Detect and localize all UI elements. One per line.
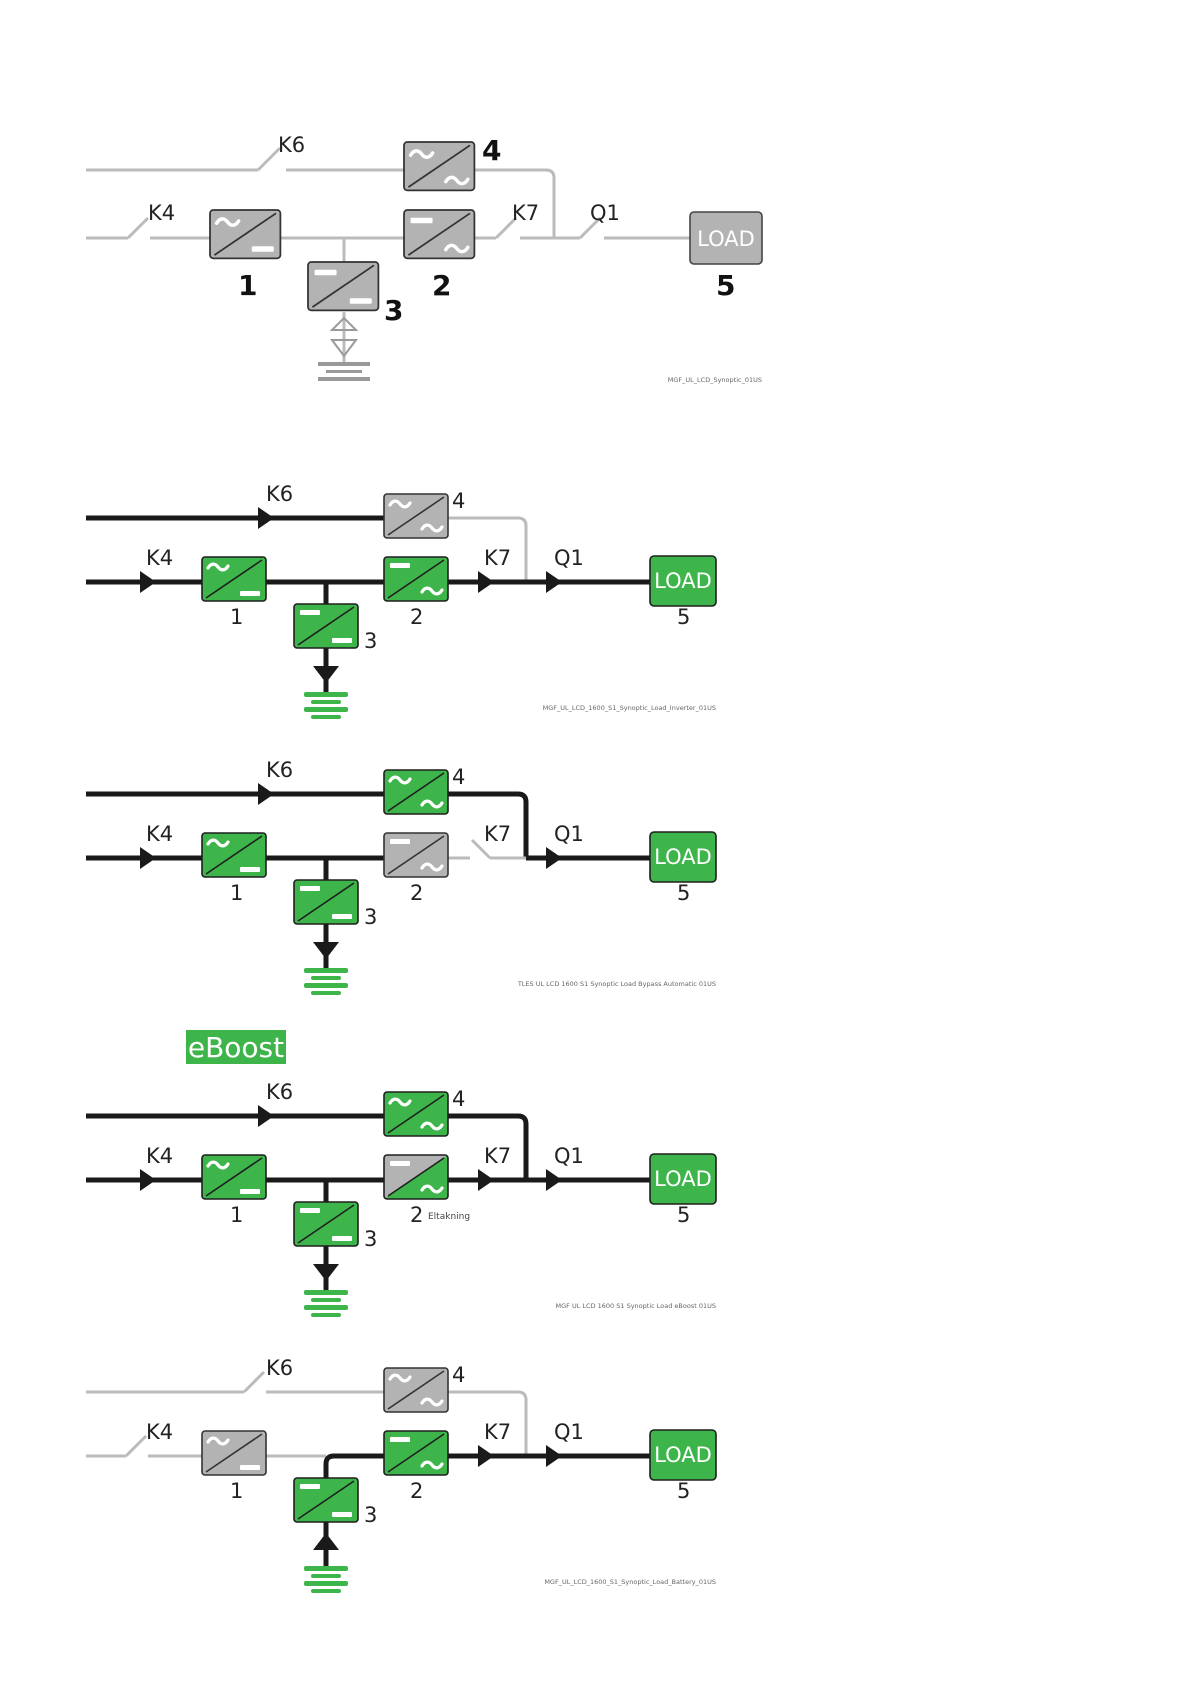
number-3: 3 — [364, 1503, 377, 1527]
label-k4: K4 — [146, 822, 173, 846]
diagram-3: LOAD K6 K4 K7 Q1 4 1 2 3 5 TLES UL LCD 1… — [86, 758, 717, 995]
module-2-inverter — [383, 832, 449, 878]
eboost-label: eBoost — [188, 1031, 284, 1064]
label-k7: K7 — [484, 1144, 511, 1168]
number-5: 5 — [716, 269, 735, 302]
diagram-4: eBoost LOAD K6 K4 K7 — [86, 1030, 717, 1317]
number-2: 2 — [410, 1479, 423, 1503]
number-2: 2 — [410, 881, 423, 905]
label-k4: K4 — [146, 1420, 173, 1444]
module-4-bypass — [383, 1091, 449, 1137]
module-3-charger — [293, 1477, 359, 1523]
number-5: 5 — [677, 605, 690, 629]
load-label: LOAD — [654, 1443, 712, 1467]
number-4: 4 — [452, 765, 465, 789]
module-1-rectifier — [201, 832, 267, 878]
number-5: 5 — [677, 1203, 690, 1227]
switch-k7 — [494, 216, 518, 240]
number-3: 3 — [364, 905, 377, 929]
number-1: 1 — [230, 1479, 243, 1503]
caption-1: MGF_UL_LCD_Synoptic_01US — [668, 376, 762, 384]
load-label: LOAD — [654, 845, 712, 869]
module-2-inverter-mixed — [383, 1154, 449, 1200]
number-2: 2 — [410, 605, 423, 629]
label-k6: K6 — [266, 1080, 293, 1104]
switch-k4 — [126, 216, 150, 240]
load-box: LOAD — [649, 1429, 717, 1481]
module-1-rectifier — [201, 556, 267, 602]
label-q1: Q1 — [554, 546, 584, 570]
label-k7: K7 — [484, 822, 511, 846]
load-box: LOAD — [689, 211, 763, 265]
number-3: 3 — [364, 629, 377, 653]
module-2-inverter — [403, 209, 476, 260]
number-3: 3 — [384, 294, 403, 327]
module-2-inverter — [383, 1430, 449, 1476]
module-4-bypass — [403, 141, 476, 192]
load-label: LOAD — [654, 569, 712, 593]
load-label: LOAD — [654, 1167, 712, 1191]
number-1: 1 — [238, 269, 257, 302]
load-box: LOAD — [649, 831, 717, 883]
number-1: 1 — [230, 1203, 243, 1227]
switch-k7-open — [470, 838, 492, 860]
label-k6: K6 — [266, 482, 293, 506]
module-3-charger — [293, 1201, 359, 1247]
label-k6: K6 — [278, 133, 305, 157]
label-k7: K7 — [484, 546, 511, 570]
number-2: 2 — [410, 1203, 423, 1227]
load-box: LOAD — [649, 1153, 717, 1205]
switch-k4-open — [124, 1434, 148, 1458]
number-4: 4 — [452, 489, 465, 513]
label-k4: K4 — [146, 546, 173, 570]
caption-3: TLES UL LCD 1600 S1 Synoptic Load Bypass… — [517, 980, 716, 988]
number-4: 4 — [452, 1087, 465, 1111]
module-1-rectifier — [209, 209, 282, 260]
number-4: 4 — [452, 1363, 465, 1387]
diagram-2: LOAD K6 K4 K7 Q1 4 1 2 3 5 MGF_UL_LCD_16… — [86, 482, 717, 719]
number-4: 4 — [482, 134, 501, 167]
module-2-inverter — [383, 556, 449, 602]
switch-k6-open — [242, 1370, 266, 1394]
caption-5: MGF_UL_LCD_1600_S1_Synoptic_Load_Battery… — [544, 1578, 716, 1586]
module-4-bypass — [383, 769, 449, 815]
eboost-note: Eltakning — [428, 1212, 470, 1222]
eboost-badge: eBoost — [186, 1030, 286, 1064]
number-2: 2 — [432, 269, 451, 302]
module-4-bypass — [383, 1367, 449, 1413]
label-k6: K6 — [266, 1356, 293, 1380]
number-5: 5 — [677, 1479, 690, 1503]
switch-k6 — [256, 146, 282, 172]
label-k7: K7 — [512, 201, 539, 225]
load-box: LOAD — [649, 555, 717, 607]
diagram-1: LOAD K6 K4 K7 Q1 4 1 2 3 5 MGF_UL_LCD_Sy… — [86, 133, 763, 384]
number-3: 3 — [364, 1227, 377, 1251]
label-q1: Q1 — [554, 1420, 584, 1444]
caption-4: MGF UL LCD 1600 S1 Synoptic Load eBoost … — [556, 1302, 716, 1310]
switch-q1 — [578, 216, 602, 240]
label-k4: K4 — [148, 201, 175, 225]
caption-2: MGF_UL_LCD_1600_S1_Synoptic_Load_Inverte… — [543, 704, 716, 712]
module-3-charger — [293, 603, 359, 649]
label-q1: Q1 — [554, 822, 584, 846]
module-1-rectifier — [201, 1430, 267, 1476]
module-4-bypass — [383, 493, 449, 539]
label-q1: Q1 — [554, 1144, 584, 1168]
module-3-charger — [293, 879, 359, 925]
load-label: LOAD — [697, 227, 755, 251]
number-5: 5 — [677, 881, 690, 905]
label-k7: K7 — [484, 1420, 511, 1444]
number-1: 1 — [230, 881, 243, 905]
module-3-charger — [307, 261, 380, 312]
diagram-5: LOAD K6 K4 K7 Q1 4 1 2 3 5 MGF_UL_LCD_16… — [86, 1356, 717, 1593]
label-k4: K4 — [146, 1144, 173, 1168]
label-q1: Q1 — [590, 201, 620, 225]
number-1: 1 — [230, 605, 243, 629]
label-k6: K6 — [266, 758, 293, 782]
module-1-rectifier — [201, 1154, 267, 1200]
